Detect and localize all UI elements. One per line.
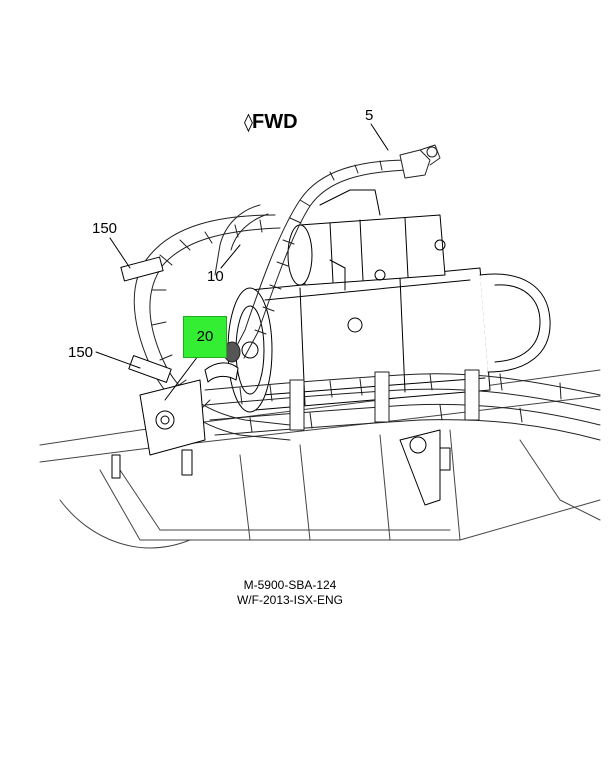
callout-10[interactable]: 10 [207, 268, 224, 285]
callout-150-left[interactable]: 150 [68, 344, 94, 361]
callout-20-highlight[interactable]: 20 [183, 316, 227, 358]
solenoid [287, 189, 446, 291]
callout-20: 20 [196, 328, 214, 345]
clamp-150 [120, 256, 172, 383]
leader-lines [95, 123, 389, 401]
bracket [111, 379, 451, 506]
caption-line-1: M-5900-SBA-124 [243, 578, 337, 592]
terminal-20 [204, 362, 239, 383]
cable-5 [223, 144, 441, 363]
fwd-arrow-icon: ◊ [244, 112, 253, 133]
caption-line-2: W/F-2013-ISX-ENG [236, 593, 344, 607]
callout-150-top[interactable]: 150 [92, 220, 118, 237]
lower-harness [204, 369, 601, 441]
callout-5[interactable]: 5 [365, 107, 374, 124]
fwd-label: FWD [252, 111, 298, 133]
harness-10 [214, 204, 269, 276]
